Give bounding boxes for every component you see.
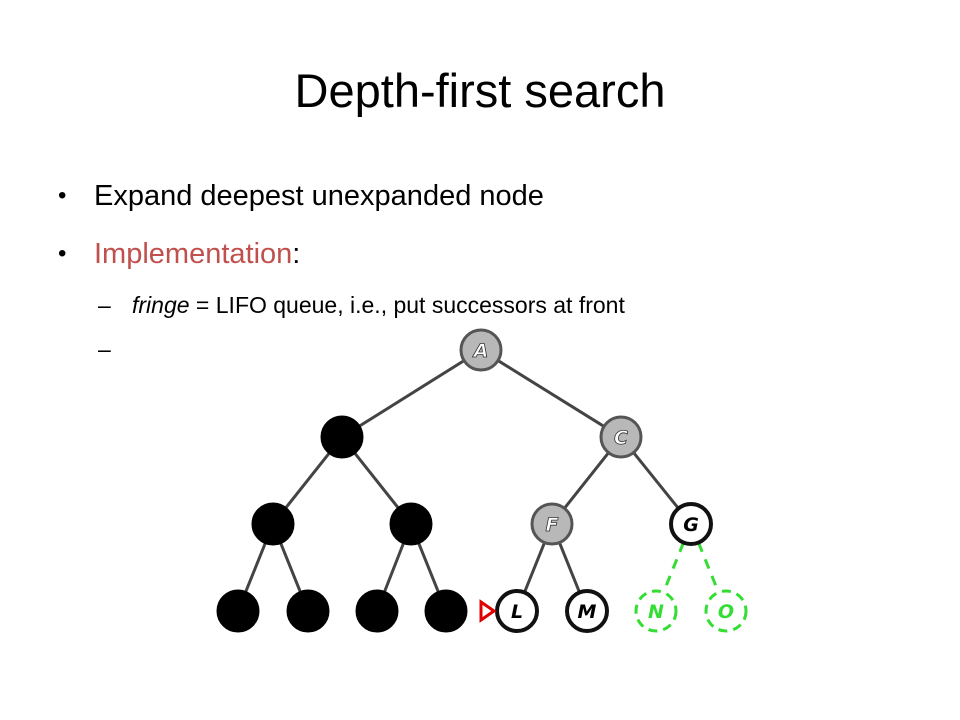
tree-node-J <box>355 589 399 633</box>
bullet-label-implementation: Implementation <box>94 238 293 270</box>
tree-node-F: F <box>530 502 574 546</box>
sub-bullet-fringe: – fringe = LIFO queue, i.e., put success… <box>58 288 625 332</box>
tree-node-label-O: O <box>718 601 734 623</box>
tree-node-circle-L <box>495 589 539 633</box>
tree-node-circle-D <box>251 502 295 546</box>
tree-edge-A-B <box>358 359 465 428</box>
tree-node-G: G <box>669 502 713 546</box>
sub-bullet-text: = LIFO queue, i.e., put successors at fr… <box>189 292 625 318</box>
bullet-dot-icon: • <box>58 240 67 267</box>
tree-node-circle-O <box>704 589 748 633</box>
tree-edge-F-L <box>523 541 546 594</box>
tree-node-label-C: C <box>614 427 628 449</box>
tree-edge-A-C <box>497 359 605 428</box>
tree-node-circle-H <box>216 589 260 633</box>
tree-node-H <box>216 589 260 633</box>
tree-node-circle-I <box>286 589 330 633</box>
tree-node-circle-N <box>634 589 678 633</box>
tree-edge-G-N <box>662 541 685 594</box>
tree-node-I <box>286 589 330 633</box>
tree-node-label-N: N <box>648 601 664 623</box>
tree-node-label-F: F <box>546 514 559 536</box>
tree-node-D <box>251 502 295 546</box>
tree-node-label-M: M <box>578 601 597 623</box>
tree-node-label-L: L <box>511 601 523 623</box>
tree-node-O: O <box>704 589 748 633</box>
tree-node-circle-E <box>389 502 433 546</box>
tree-node-circle-M <box>565 589 609 633</box>
tree-node-circle-G <box>669 502 713 546</box>
tree-edge-D-I <box>279 541 302 594</box>
bullet-suffix: : <box>292 238 301 270</box>
tree-node-K <box>424 589 468 633</box>
tree-edge-C-G <box>632 451 680 510</box>
tree-node-circle-K <box>424 589 468 633</box>
sub-bullet-dash-icon: – <box>98 336 111 362</box>
sub-bullet-dash-icon: – <box>98 292 111 318</box>
tree-node-circle-F <box>530 502 574 546</box>
bullet-text: Expand deepest unexpanded node <box>94 180 544 212</box>
slide-title: Depth-first search <box>294 64 666 117</box>
search-tree-diagram: A C F G L M N O <box>216 328 748 633</box>
tree-node-B <box>320 415 364 459</box>
bullet-dot-icon: • <box>58 182 67 209</box>
tree-edge-G-O <box>697 541 720 594</box>
tree-node-A: A <box>459 328 503 372</box>
tree-edge-E-K <box>417 541 440 594</box>
current-node-pointer-icon <box>479 599 497 623</box>
tree-node-label-G: G <box>683 514 699 536</box>
tree-node-E <box>389 502 433 546</box>
tree-node-circle-A <box>459 328 503 372</box>
tree-node-circle-B <box>320 415 364 459</box>
tree-edge-D-H <box>244 541 267 594</box>
bullet-implementation: • Implementation: <box>58 230 625 288</box>
tree-edge-B-E <box>353 451 400 510</box>
tree-node-N: N <box>634 589 678 633</box>
fringe-term: fringe <box>132 292 190 318</box>
sub-bullet-empty: – <box>58 332 625 376</box>
tree-node-circle-C <box>599 415 643 459</box>
tree-node-label-A: A <box>472 340 489 362</box>
tree-edge-F-M <box>558 541 581 594</box>
bullet-list: • Expand deepest unexpanded node • Imple… <box>58 172 625 376</box>
tree-node-L: L <box>495 589 539 633</box>
tree-edge-B-D <box>284 451 331 510</box>
tree-node-C: C <box>599 415 643 459</box>
tree-edge-E-J <box>382 542 406 593</box>
tree-node-circle-J <box>355 589 399 633</box>
tree-node-M: M <box>565 589 609 633</box>
tree-edge-C-F <box>563 451 610 510</box>
bullet-expand: • Expand deepest unexpanded node <box>58 172 625 230</box>
